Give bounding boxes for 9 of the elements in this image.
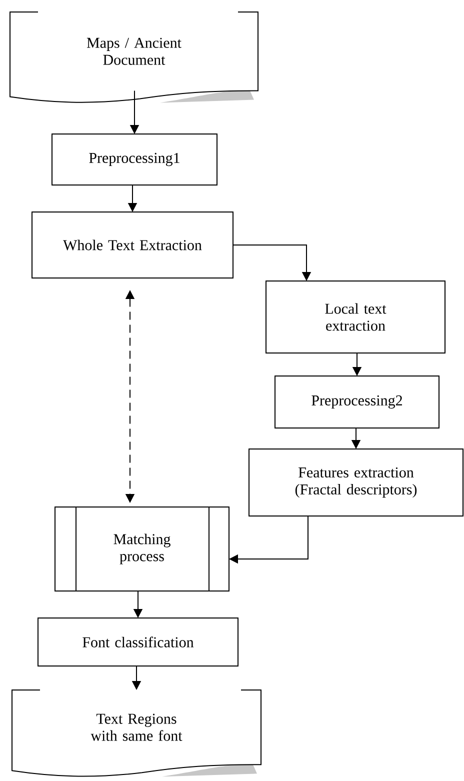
node-label: Text Regions with same font	[90, 714, 182, 741]
process-box: Whole Text Extraction	[32, 212, 234, 278]
process-box: Local text extraction	[266, 280, 446, 354]
process-box: Features extraction (Fractal descriptors)	[248, 448, 464, 516]
node-label: Maps / Ancient Document	[86, 38, 182, 65]
process-box: Font classification	[38, 618, 238, 666]
process-box: Preprocessing1	[52, 134, 218, 186]
predefined-process-box: Matching process	[54, 506, 230, 592]
process-box: Preprocessing2	[274, 376, 440, 428]
